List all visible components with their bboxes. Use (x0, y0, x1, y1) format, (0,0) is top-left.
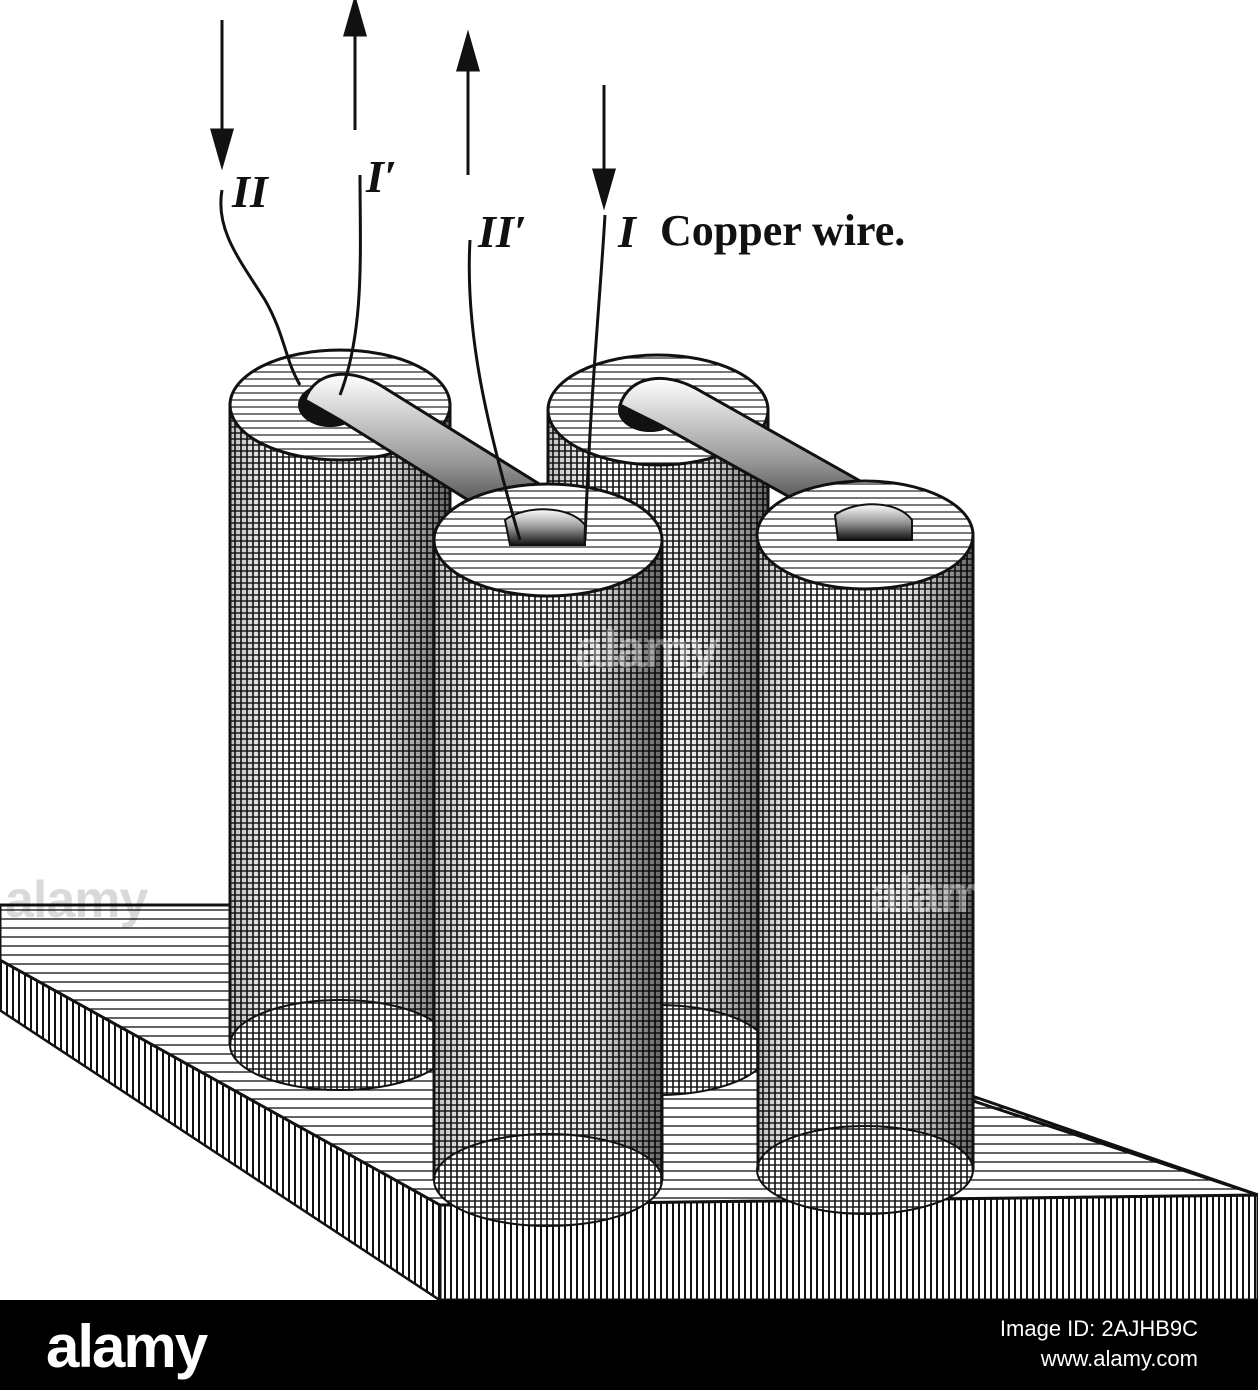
label-wire-I: I (618, 206, 636, 257)
copper-wires (219, 174, 607, 541)
watermark-center: alamy (575, 621, 718, 679)
coil-front-left (432, 482, 664, 1227)
wire-II (219, 189, 302, 386)
caption-copper-wire: Copper wire. (660, 206, 906, 255)
footer-image-info: Image ID: 2AJHB9C www.alamy.com (1000, 1314, 1198, 1374)
label-wire-II-prime: II′ (478, 206, 527, 257)
site-url-text: www.alamy.com (1040, 1346, 1198, 1371)
footer-bar: alamy Image ID: 2AJHB9C www.alamy.com (0, 1300, 1258, 1390)
watermark-left: alamy (5, 871, 148, 929)
label-wire-II: II (232, 166, 268, 217)
current-arrows (210, 0, 616, 211)
alamy-logo: alamy (46, 1313, 208, 1380)
transformer-illustration (0, 0, 1258, 1300)
core-end-front-right (833, 503, 913, 541)
engraving-figure: II I′ II′ I Copper wire. alamy alamy ala… (0, 0, 1258, 1300)
label-wire-I-prime: I′ (366, 151, 397, 202)
wire-I-prime (338, 174, 362, 396)
wire-I (583, 214, 607, 541)
image-id-text: Image ID: 2AJHB9C (999, 1316, 1198, 1341)
watermark-right: alamy (870, 866, 1013, 924)
coil-back-left (228, 348, 452, 1091)
wire-II-prime (467, 239, 522, 541)
coil-front-right (755, 479, 975, 1215)
